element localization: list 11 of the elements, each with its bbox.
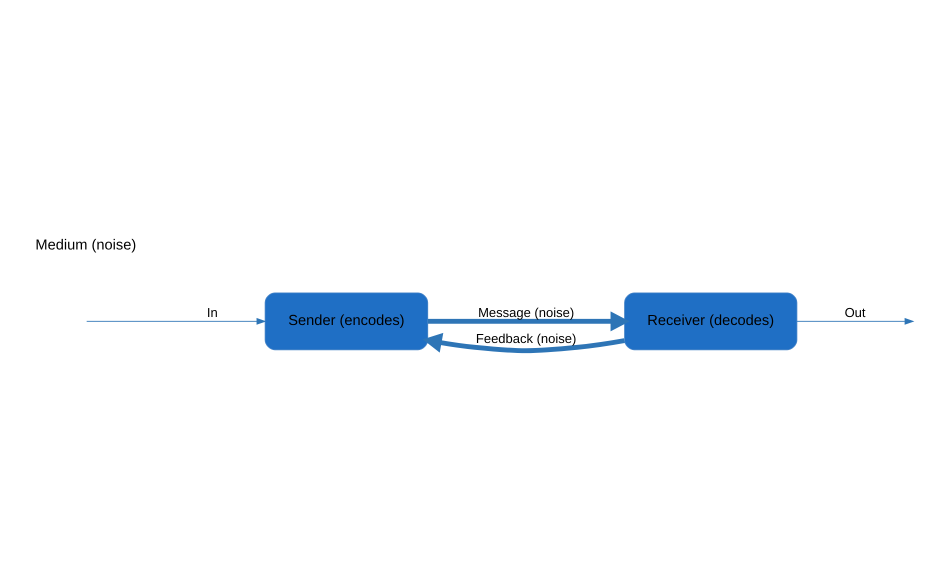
edge-label: Feedback (noise) bbox=[476, 331, 576, 346]
arrow bbox=[422, 332, 625, 354]
edge-label: Out bbox=[844, 305, 866, 320]
arrow bbox=[428, 311, 630, 332]
edge-label: In bbox=[206, 305, 218, 320]
node-box: Sender (encodes) bbox=[264, 292, 428, 350]
node-box: Receiver (decodes) bbox=[624, 292, 798, 350]
arrow bbox=[86, 318, 266, 325]
arrow bbox=[796, 318, 914, 325]
edge-label: Message (noise) bbox=[478, 305, 574, 320]
label: Medium (noise) bbox=[35, 237, 136, 254]
